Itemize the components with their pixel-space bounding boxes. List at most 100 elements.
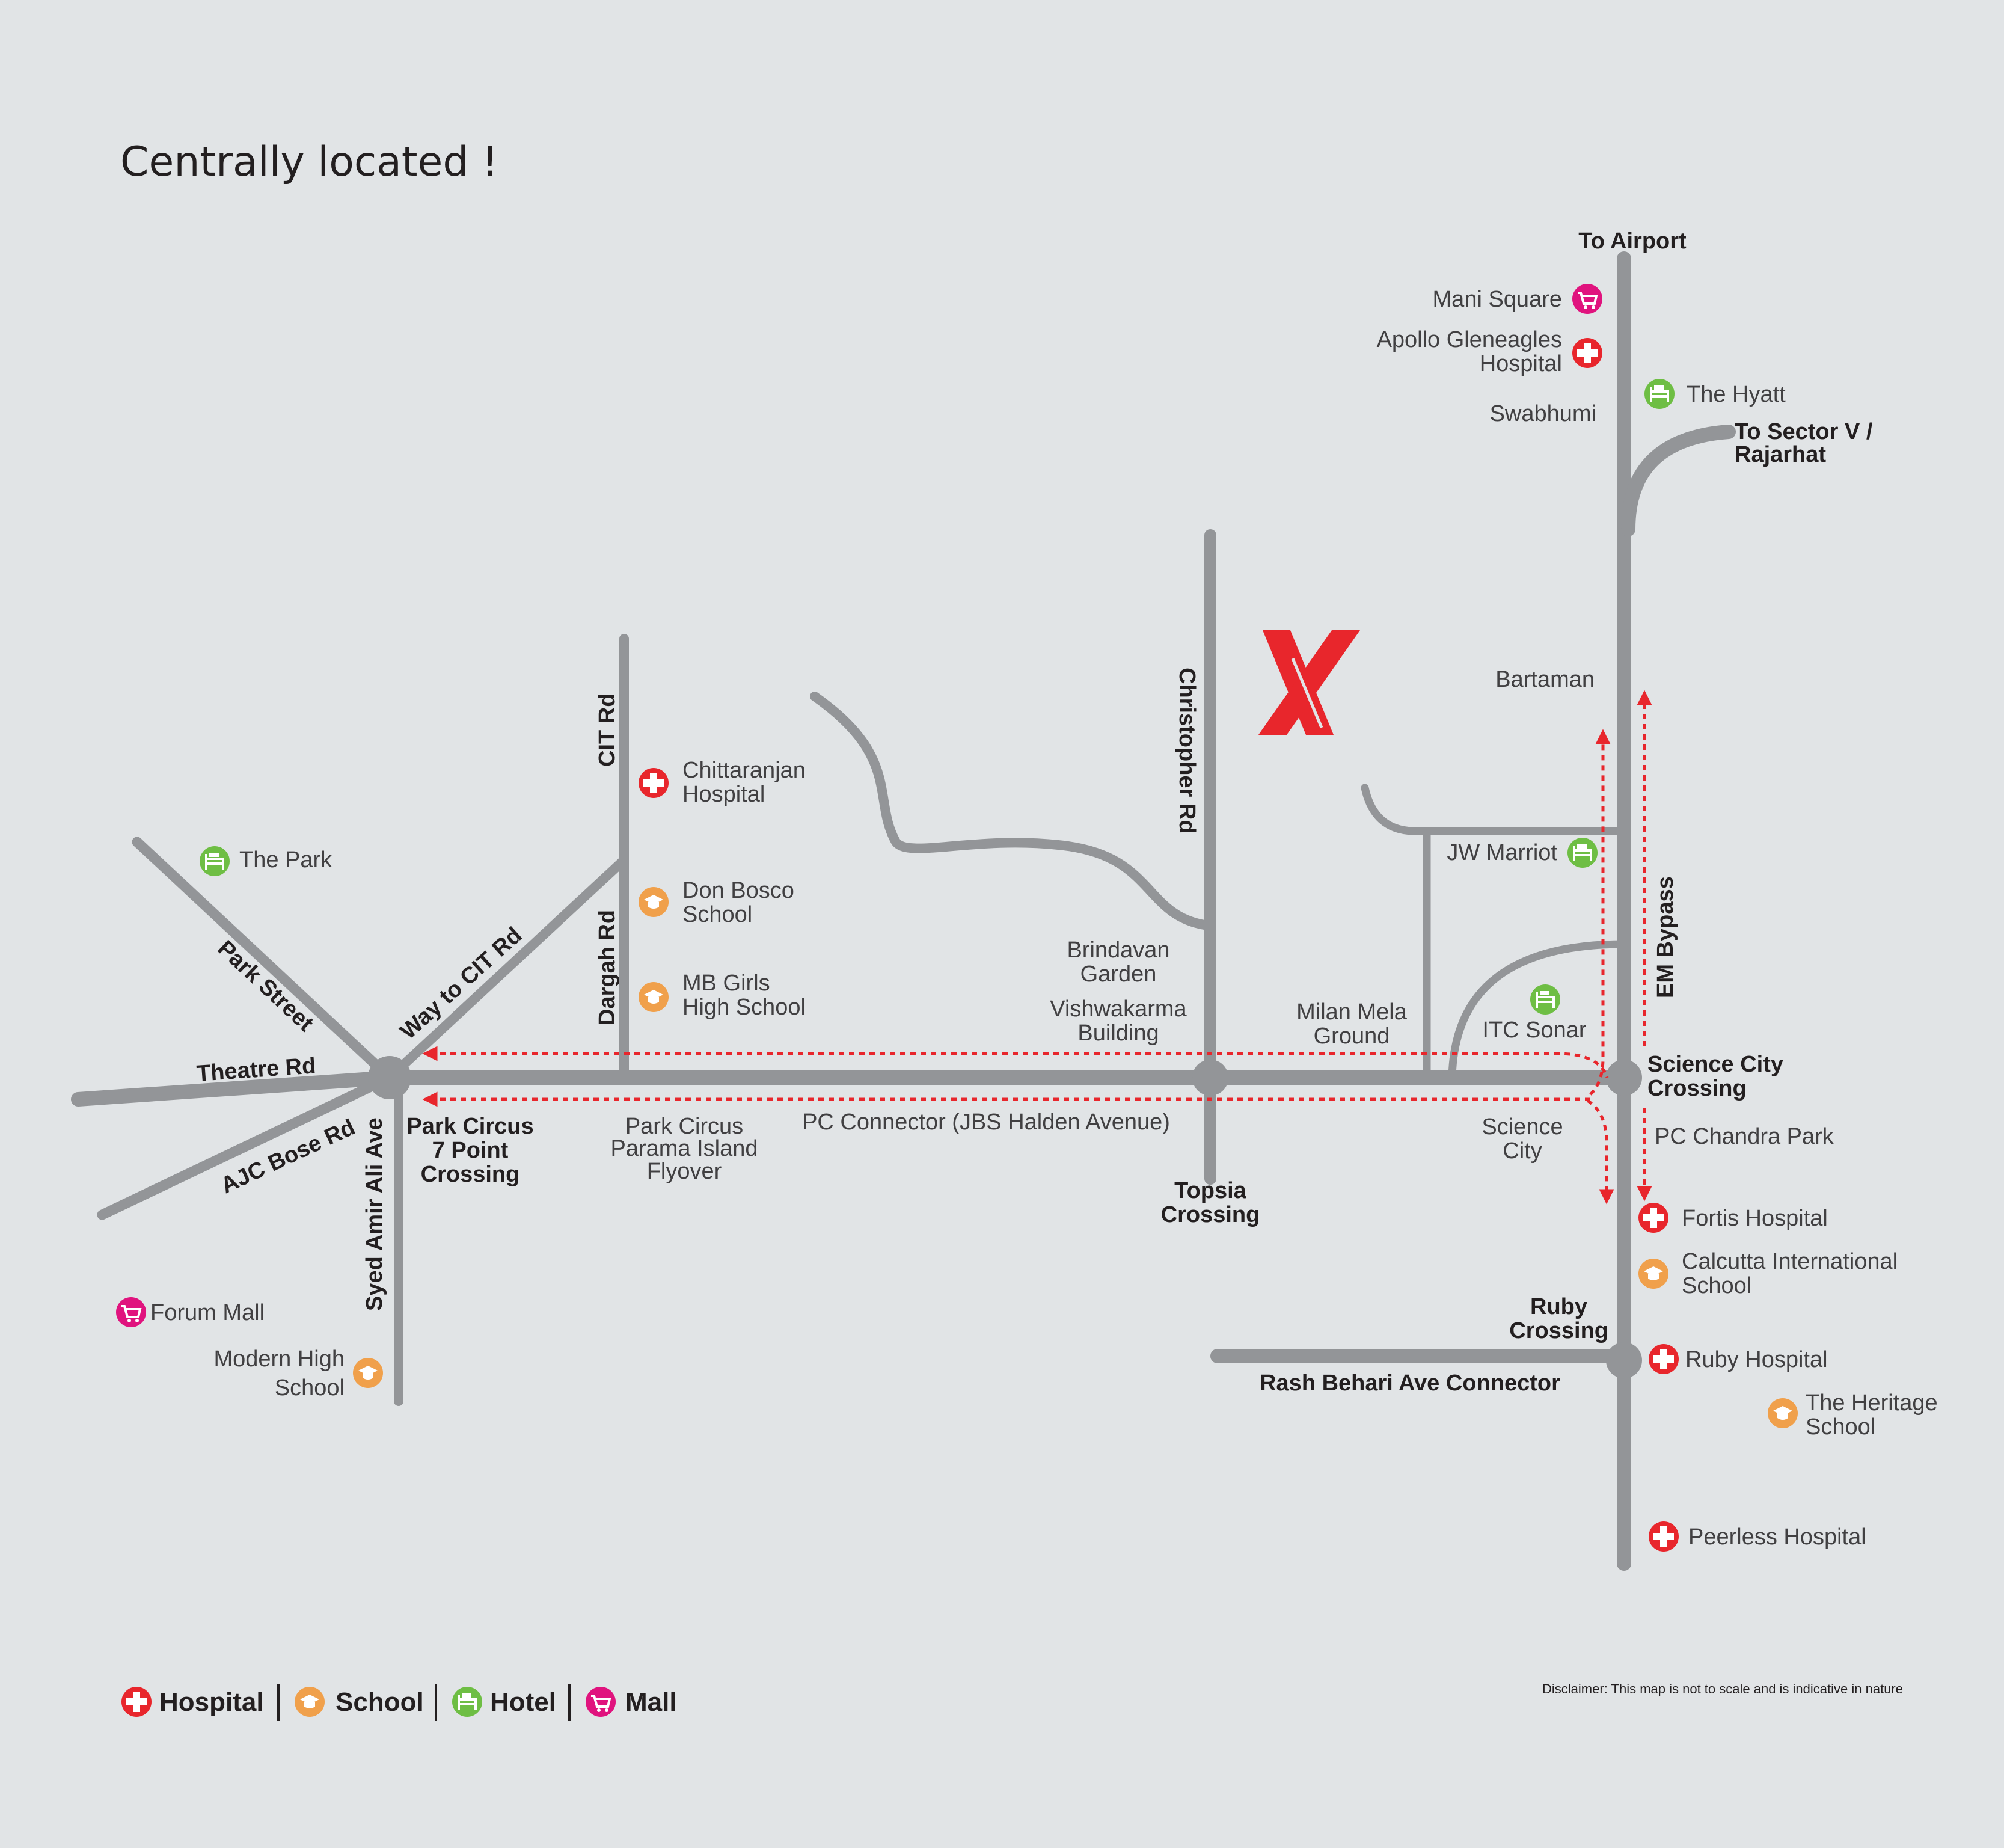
cit-rd-label: CIT Rd (595, 693, 620, 767)
milan-mela-label-1: Milan Mela (1296, 999, 1408, 1025)
hospital-icon (1572, 338, 1602, 368)
itc-sonar-road (1448, 940, 1628, 1082)
hospital-icon (1649, 1521, 1679, 1552)
mani-square-label: Mani Square (1433, 287, 1562, 312)
hospital-icon (121, 1687, 152, 1717)
christopher-rd-label: Christopher Rd (1174, 668, 1200, 834)
ruby-junction (1606, 1342, 1642, 1378)
brindavan-label-2: Garden (1080, 962, 1157, 987)
science-city-junction (1606, 1060, 1642, 1096)
hospital-icon (1649, 1344, 1679, 1374)
pc-chandra-park-label: PC Chandra Park (1655, 1124, 1834, 1149)
vishwakarma-label-2: Building (1077, 1021, 1159, 1046)
science-city-label-1: Science (1482, 1114, 1563, 1140)
apollo-label-2: Hospital (1480, 351, 1562, 376)
school-icon (353, 1358, 383, 1388)
topsia-label-1: Topsia (1174, 1178, 1247, 1203)
hotel-icon (451, 1686, 483, 1718)
jw-marriot-road (1361, 784, 1628, 835)
legend-hospital-label: Hospital (159, 1687, 264, 1717)
sector-v-road (1621, 425, 1736, 536)
science-city-label-2: City (1503, 1138, 1542, 1164)
modern-high-label-2: School (275, 1375, 345, 1401)
school-icon (1768, 1398, 1798, 1428)
em-bypass-label: EM Bypass (1653, 876, 1678, 998)
park-circus-label-2: 7 Point (432, 1138, 509, 1163)
calcutta-intl-label-2: School (1682, 1273, 1751, 1298)
flyover-label-2: Parama Island (610, 1136, 758, 1161)
route-south-inner (1586, 1099, 1614, 1205)
mb-girls-label-1: MB Girls (682, 971, 770, 996)
ruby-hospital-label: Ruby Hospital (1685, 1347, 1828, 1372)
way-to-cit-road (385, 855, 629, 1082)
park-circus-label-3: Crossing (421, 1162, 520, 1187)
legend-school-label: School (336, 1687, 424, 1717)
topsia-label-2: Crossing (1161, 1202, 1260, 1227)
ajc-bose-road (97, 1072, 395, 1220)
rash-behari-label: Rash Behari Ave Connector (1260, 1371, 1560, 1396)
mb-girls-label-2: High School (682, 995, 806, 1020)
peerless-label: Peerless Hospital (1688, 1524, 1866, 1550)
to-airport-label: To Airport (1578, 229, 1687, 254)
road-network (71, 251, 1736, 1571)
milan-mela-label-2: Ground (1314, 1024, 1390, 1049)
topsia-junction (1192, 1060, 1228, 1096)
park-street-road (132, 837, 395, 1083)
ruby-crossing-label-1: Ruby (1530, 1294, 1587, 1319)
don-bosco-label-1: Don Bosco (682, 878, 794, 903)
hotel-icon (1643, 378, 1676, 410)
mall-icon (115, 1296, 147, 1328)
forum-mall-label: Forum Mall (150, 1300, 265, 1325)
school-icon (639, 887, 669, 917)
route-upper (422, 1046, 1609, 1078)
ruby-crossing-label-2: Crossing (1509, 1318, 1608, 1343)
to-sector-v-label-1: To Sector V / (1735, 419, 1873, 444)
flyover-label-1: Park Circus (625, 1114, 743, 1139)
mall-icon (584, 1686, 617, 1718)
park-street-label: Park Street (213, 936, 319, 1037)
pc-connector-label: PC Connector (JBS Halden Avenue) (802, 1110, 1170, 1135)
chittaranjan-label-1: Chittaranjan (682, 758, 806, 783)
vishwakarma-label-1: Vishwakarma (1050, 996, 1187, 1022)
school-icon (295, 1687, 325, 1717)
apollo-label-1: Apollo Gleneagles (1377, 327, 1562, 352)
science-city-crossing-label-1: Science City (1647, 1052, 1783, 1077)
hospital-icon (639, 768, 669, 798)
map-title: Centrally located ! (120, 138, 498, 186)
hotel-icon (1529, 983, 1561, 1016)
mall-icon (1571, 283, 1604, 315)
don-bosco-label-2: School (682, 902, 752, 927)
school-icon (1638, 1259, 1668, 1289)
curvy-road (810, 692, 1209, 930)
flyover-label-3: Flyover (647, 1159, 722, 1184)
park-circus-junction (368, 1056, 411, 1099)
brindavan-label-1: Brindavan (1067, 938, 1169, 963)
heritage-label-1: The Heritage (1806, 1390, 1938, 1416)
hotel-icon (1566, 837, 1599, 869)
jw-marriot-label: JW Marriot (1447, 840, 1557, 865)
itc-sonar-label: ITC Sonar (1482, 1018, 1587, 1043)
hotel-icon (198, 845, 231, 877)
chittaranjan-label-2: Hospital (682, 782, 765, 807)
the-park-label: The Park (239, 847, 332, 873)
legend: Hospital School Hotel Mall (121, 1684, 677, 1721)
legend-hotel-label: Hotel (490, 1687, 556, 1717)
science-city-crossing-label-2: Crossing (1647, 1076, 1747, 1101)
to-sector-v-label-2: Rajarhat (1735, 442, 1826, 467)
school-icon (639, 982, 669, 1012)
disclaimer: Disclaimer: This map is not to scale and… (1542, 1681, 1903, 1696)
dargah-rd-label: Dargah Rd (595, 910, 620, 1025)
theatre-rd-road (71, 1070, 397, 1107)
syed-amir-ali-ave-label: Syed Amir Ali Ave (362, 1117, 387, 1311)
junctions (368, 1056, 1642, 1378)
hospital-icon (1638, 1203, 1668, 1233)
park-circus-label-1: Park Circus (406, 1114, 533, 1139)
heritage-label-2: School (1806, 1414, 1875, 1440)
the-hyatt-label: The Hyatt (1687, 382, 1786, 407)
project-logo (1258, 630, 1360, 735)
bartaman-label: Bartaman (1495, 667, 1595, 692)
calcutta-intl-label-1: Calcutta International (1682, 1249, 1898, 1274)
modern-high-label-1: Modern High (213, 1346, 345, 1372)
fortis-label: Fortis Hospital (1682, 1206, 1828, 1231)
